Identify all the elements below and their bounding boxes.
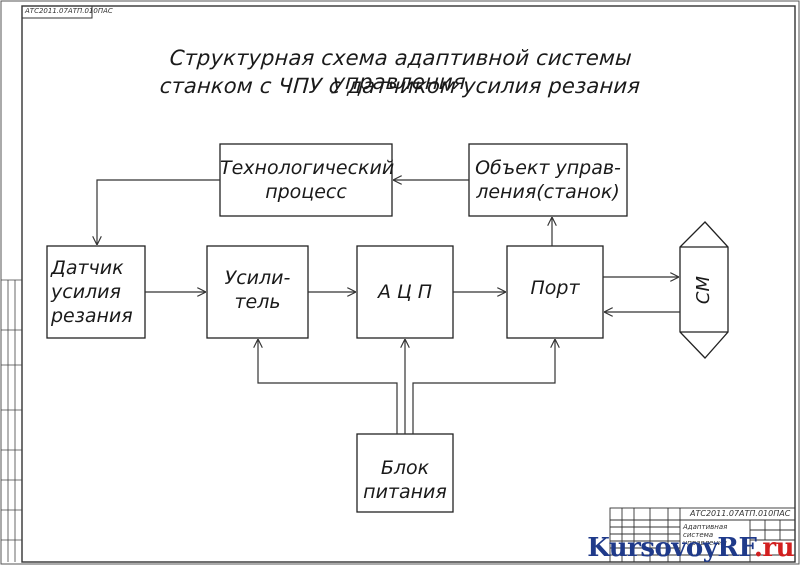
port-block [506,245,604,339]
top-left-code-box [21,5,93,19]
left-margin-table [1,279,22,562]
title-block [609,507,796,563]
port-label: Порт [530,277,580,299]
system-bus-shape [679,221,729,359]
watermark: KursovoyRF.ru [587,533,794,563]
arrow-process-to-sensor [97,179,220,245]
title-line-2: станком с ЧПУ с датчиком усилия резания [158,74,642,98]
tech-process-label: Технологический процесс [220,157,395,203]
power-to-amplifier [258,339,398,434]
adc-label: А Ц П [377,281,433,303]
watermark-suffix: .ru [753,533,795,563]
bus-label: СМ [693,275,714,305]
power-label: Блок питания [363,457,447,503]
amplifier-label: Усили- тель [224,267,291,313]
watermark-main: KursovoyRF [587,533,754,563]
stamp-doc-code: АТС2011.07АТП.010ПАС [690,509,791,518]
stamp-doc-title: Адаптивная система управления [683,523,728,547]
power-to-port [412,339,555,434]
object-label: Объект управ- ления(станок) [475,157,621,203]
sensor-label: Датчик усилия резания [51,257,133,327]
inner-frame [21,5,796,563]
top-left-code: АТС2011.07АТП.010ПАС [25,7,113,15]
